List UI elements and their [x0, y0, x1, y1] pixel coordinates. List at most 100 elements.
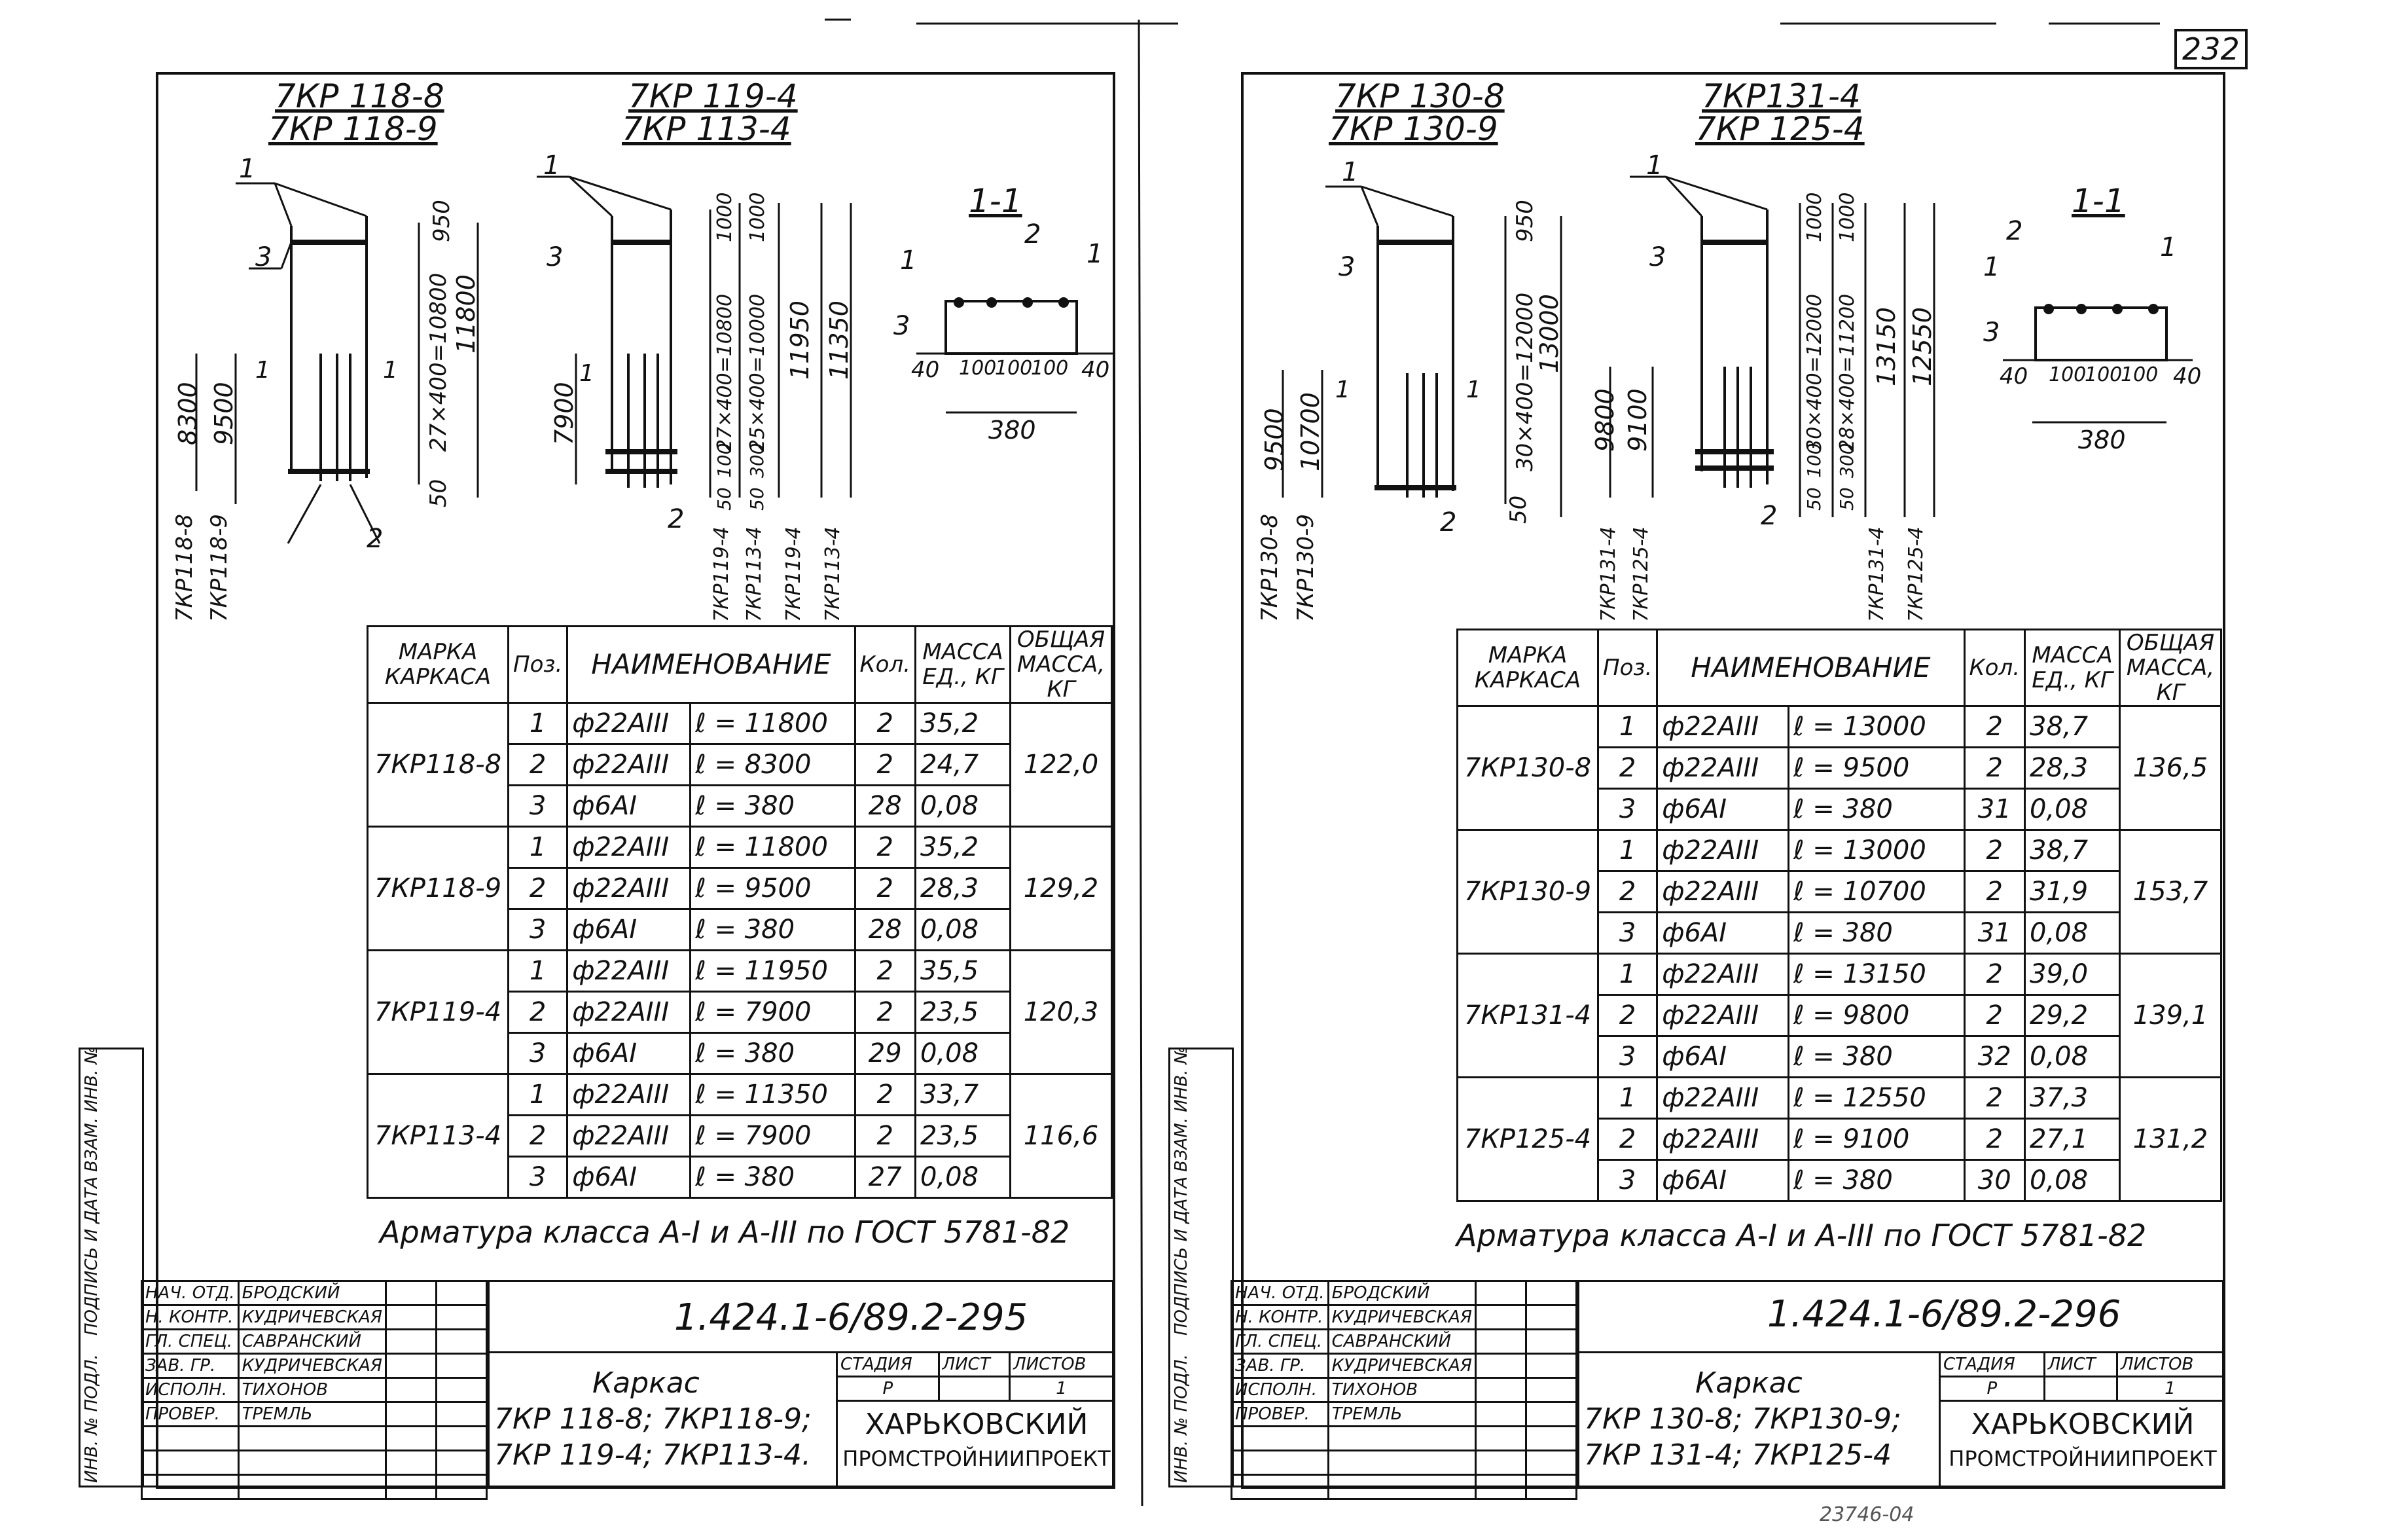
left-pos-3b: 3 [547, 242, 564, 272]
cell-mass: 39,0 [2024, 953, 2121, 996]
left-th-name: НАИМЕНОВАНИЕ [566, 625, 856, 704]
left-pos-1b: 1 [543, 151, 560, 181]
left-sheets-val: 1 [1009, 1376, 1114, 1402]
cell-pos: 1 [507, 826, 569, 869]
cell-qty: 2 [1963, 994, 2026, 1037]
frame-total-mass: 136,5 [2119, 705, 2222, 831]
cell-len: ℓ = 7900 [689, 1114, 856, 1158]
cell-qty: 2 [1963, 705, 2026, 748]
left-dim-top-b2: 1000 [746, 192, 769, 242]
right-dim-mark-a1: 7КР130-8 [1257, 513, 1283, 622]
left-dim-b-lower-3: 50 [713, 487, 735, 511]
frame-mark: 7КР131-4 [1456, 953, 1599, 1078]
sig-signature [384, 1377, 437, 1403]
right-dim-bottom-a: 50 [1505, 495, 1532, 524]
left-pos-3a: 3 [255, 242, 272, 272]
cell-mass: 35,5 [914, 949, 1011, 993]
cell-qty: 2 [1963, 829, 2026, 872]
sig-signature [384, 1304, 437, 1330]
cell-mass: 24,7 [914, 743, 1011, 786]
sig-name: КУДРИЧЕВСКАЯ [237, 1353, 387, 1379]
left-dim-mark-b1: 7КР119-4 [710, 526, 733, 622]
left-dim-mark-b2: 7КР113-4 [743, 526, 766, 622]
right-sec-pos-1a: 1 [1983, 252, 2000, 282]
cell-pos: 2 [1596, 1118, 1659, 1161]
left-sec-d4: 100 [1031, 357, 1069, 380]
cell-pos: 1 [1596, 953, 1659, 996]
left-dim-bottom-a: 50 [425, 479, 452, 507]
left-arrow-b: 1 [579, 360, 594, 387]
cell-qty: 27 [854, 1156, 917, 1199]
cell-len: ℓ = 9800 [1788, 994, 1966, 1037]
right-org-1: ХАРЬКОВСКИЙ [1971, 1408, 2195, 1441]
cell-mass: 31,9 [2024, 870, 2121, 913]
right-arrow-a2: 1 [1466, 376, 1481, 403]
cell-pos: 2 [1596, 994, 1659, 1037]
cell-bar: ф22АIII [566, 826, 692, 869]
right-arrow-a1: 1 [1335, 376, 1350, 403]
right-dim-mark-b2: 7КР125-4 [1630, 526, 1653, 622]
signature-row: НАЧ. ОТД.БРОДСКИЙ [1231, 1280, 1578, 1306]
cell-mass: 37,3 [2024, 1076, 2121, 1120]
frame-mark: 7КР125-4 [1456, 1076, 1599, 1202]
frame-mark: 7КР130-9 [1456, 829, 1599, 955]
cell-qty: 2 [1963, 746, 2026, 790]
cell-pos: 3 [507, 1156, 569, 1199]
left-mark-a1: 7КР 118-8 [275, 77, 444, 115]
right-mark-b1: 7КР131-4 [1702, 77, 1861, 115]
signature-row: ЗАВ. ГР.КУДРИЧЕВСКАЯ [1231, 1353, 1578, 1379]
cell-qty: 29 [854, 1032, 917, 1075]
signature-row-empty [1231, 1474, 1578, 1500]
cell-bar: ф22АIII [566, 949, 692, 993]
left-dim-span-b2: 25×400=10000 [746, 293, 769, 452]
right-sheet-head: ЛИСТ [2043, 1351, 2119, 1377]
right-dim-total-b2: 12550 [1908, 307, 1937, 386]
signature-row: ПРОВЕР.ТРЕМЛЬ [1231, 1401, 1578, 1427]
right-sec-d5: 40 [2173, 363, 2202, 390]
cell-mass: 0,08 [2024, 1159, 2121, 1202]
cell-pos: 3 [1596, 788, 1659, 831]
cell-pos: 2 [1596, 870, 1659, 913]
sig-role: ИСПОЛН. [141, 1377, 240, 1403]
cell-bar: ф22АIII [1656, 829, 1790, 872]
cell-mass: 35,2 [914, 702, 1011, 745]
cell-bar: ф22АIII [1656, 994, 1790, 1037]
sig-role: ГЛ. СПЕЦ. [141, 1328, 240, 1355]
cell-len: ℓ = 380 [1788, 788, 1966, 831]
right-dim-span-b2: 28×400=11200 [1836, 293, 1859, 452]
signature-row: ГЛ. СПЕЦ.САВРАНСКИЙ [141, 1328, 488, 1355]
cell-len: ℓ = 9500 [1788, 746, 1966, 790]
cell-pos: 3 [1596, 1159, 1659, 1202]
sig-signature [384, 1401, 437, 1427]
sig-role: ЗАВ. ГР. [141, 1353, 240, 1379]
signature-row-empty [1231, 1450, 1578, 1476]
right-note: Арматура класса А-I и А-III по ГОСТ 5781… [1456, 1218, 2147, 1253]
left-mark-b2: 7КР 113-4 [622, 110, 791, 148]
left-sec-d6: 380 [988, 416, 1036, 445]
cell-bar: ф22АIII [566, 1073, 692, 1116]
cell-qty: 2 [854, 826, 917, 869]
signature-row-empty [1231, 1425, 1578, 1451]
right-pos-1b: 1 [1646, 151, 1663, 181]
signature-row: ИСПОЛН.ТИХОНОВ [141, 1377, 488, 1403]
right-dim-h-a2: 10700 [1296, 392, 1325, 471]
frame-mark: 7КР118-8 [367, 702, 509, 828]
cell-pos: 1 [507, 1073, 569, 1116]
right-mark-a2: 7КР 130-9 [1329, 110, 1498, 148]
cell-pos: 3 [507, 784, 569, 828]
cell-pos: 3 [1596, 911, 1659, 955]
sig-signature [1474, 1304, 1527, 1330]
cell-qty: 2 [1963, 870, 2026, 913]
signature-row: Н. КОНТР.КУДРИЧЕВСКАЯ [1231, 1304, 1578, 1330]
right-mark-a1: 7КР 130-8 [1335, 77, 1505, 115]
left-side-2: ПОДПИСЬ И ДАТА [82, 1176, 101, 1336]
